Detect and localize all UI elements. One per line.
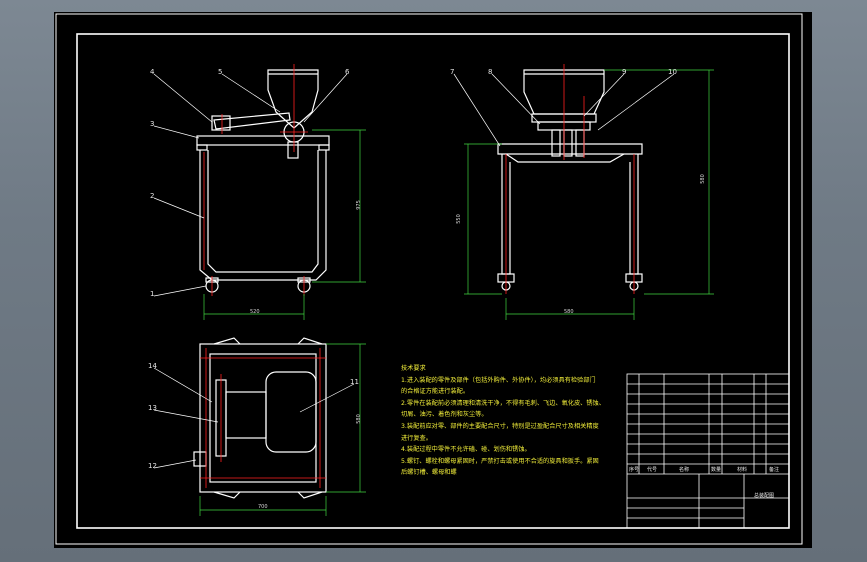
top-view-dimensions	[199, 343, 366, 516]
side-view-leaders	[453, 73, 675, 147]
title-block	[626, 373, 790, 529]
front-view-centerlines	[203, 64, 308, 296]
front-view	[196, 69, 330, 293]
front-view-leaders	[153, 73, 348, 297]
front-view-dimensions	[203, 129, 366, 320]
drawing-canvas: 4 5 6 3 2 1 975 520 7 8 9 10 550 580 580…	[54, 12, 812, 548]
side-view-dimensions	[464, 69, 714, 320]
cad-drawing	[55, 13, 803, 545]
top-view	[193, 337, 327, 499]
top-view-leaders	[153, 367, 355, 469]
sheet-border	[55, 13, 803, 545]
drawing-frame	[76, 33, 790, 529]
side-view-centerlines	[505, 64, 635, 294]
top-view-centerlines	[200, 348, 326, 488]
